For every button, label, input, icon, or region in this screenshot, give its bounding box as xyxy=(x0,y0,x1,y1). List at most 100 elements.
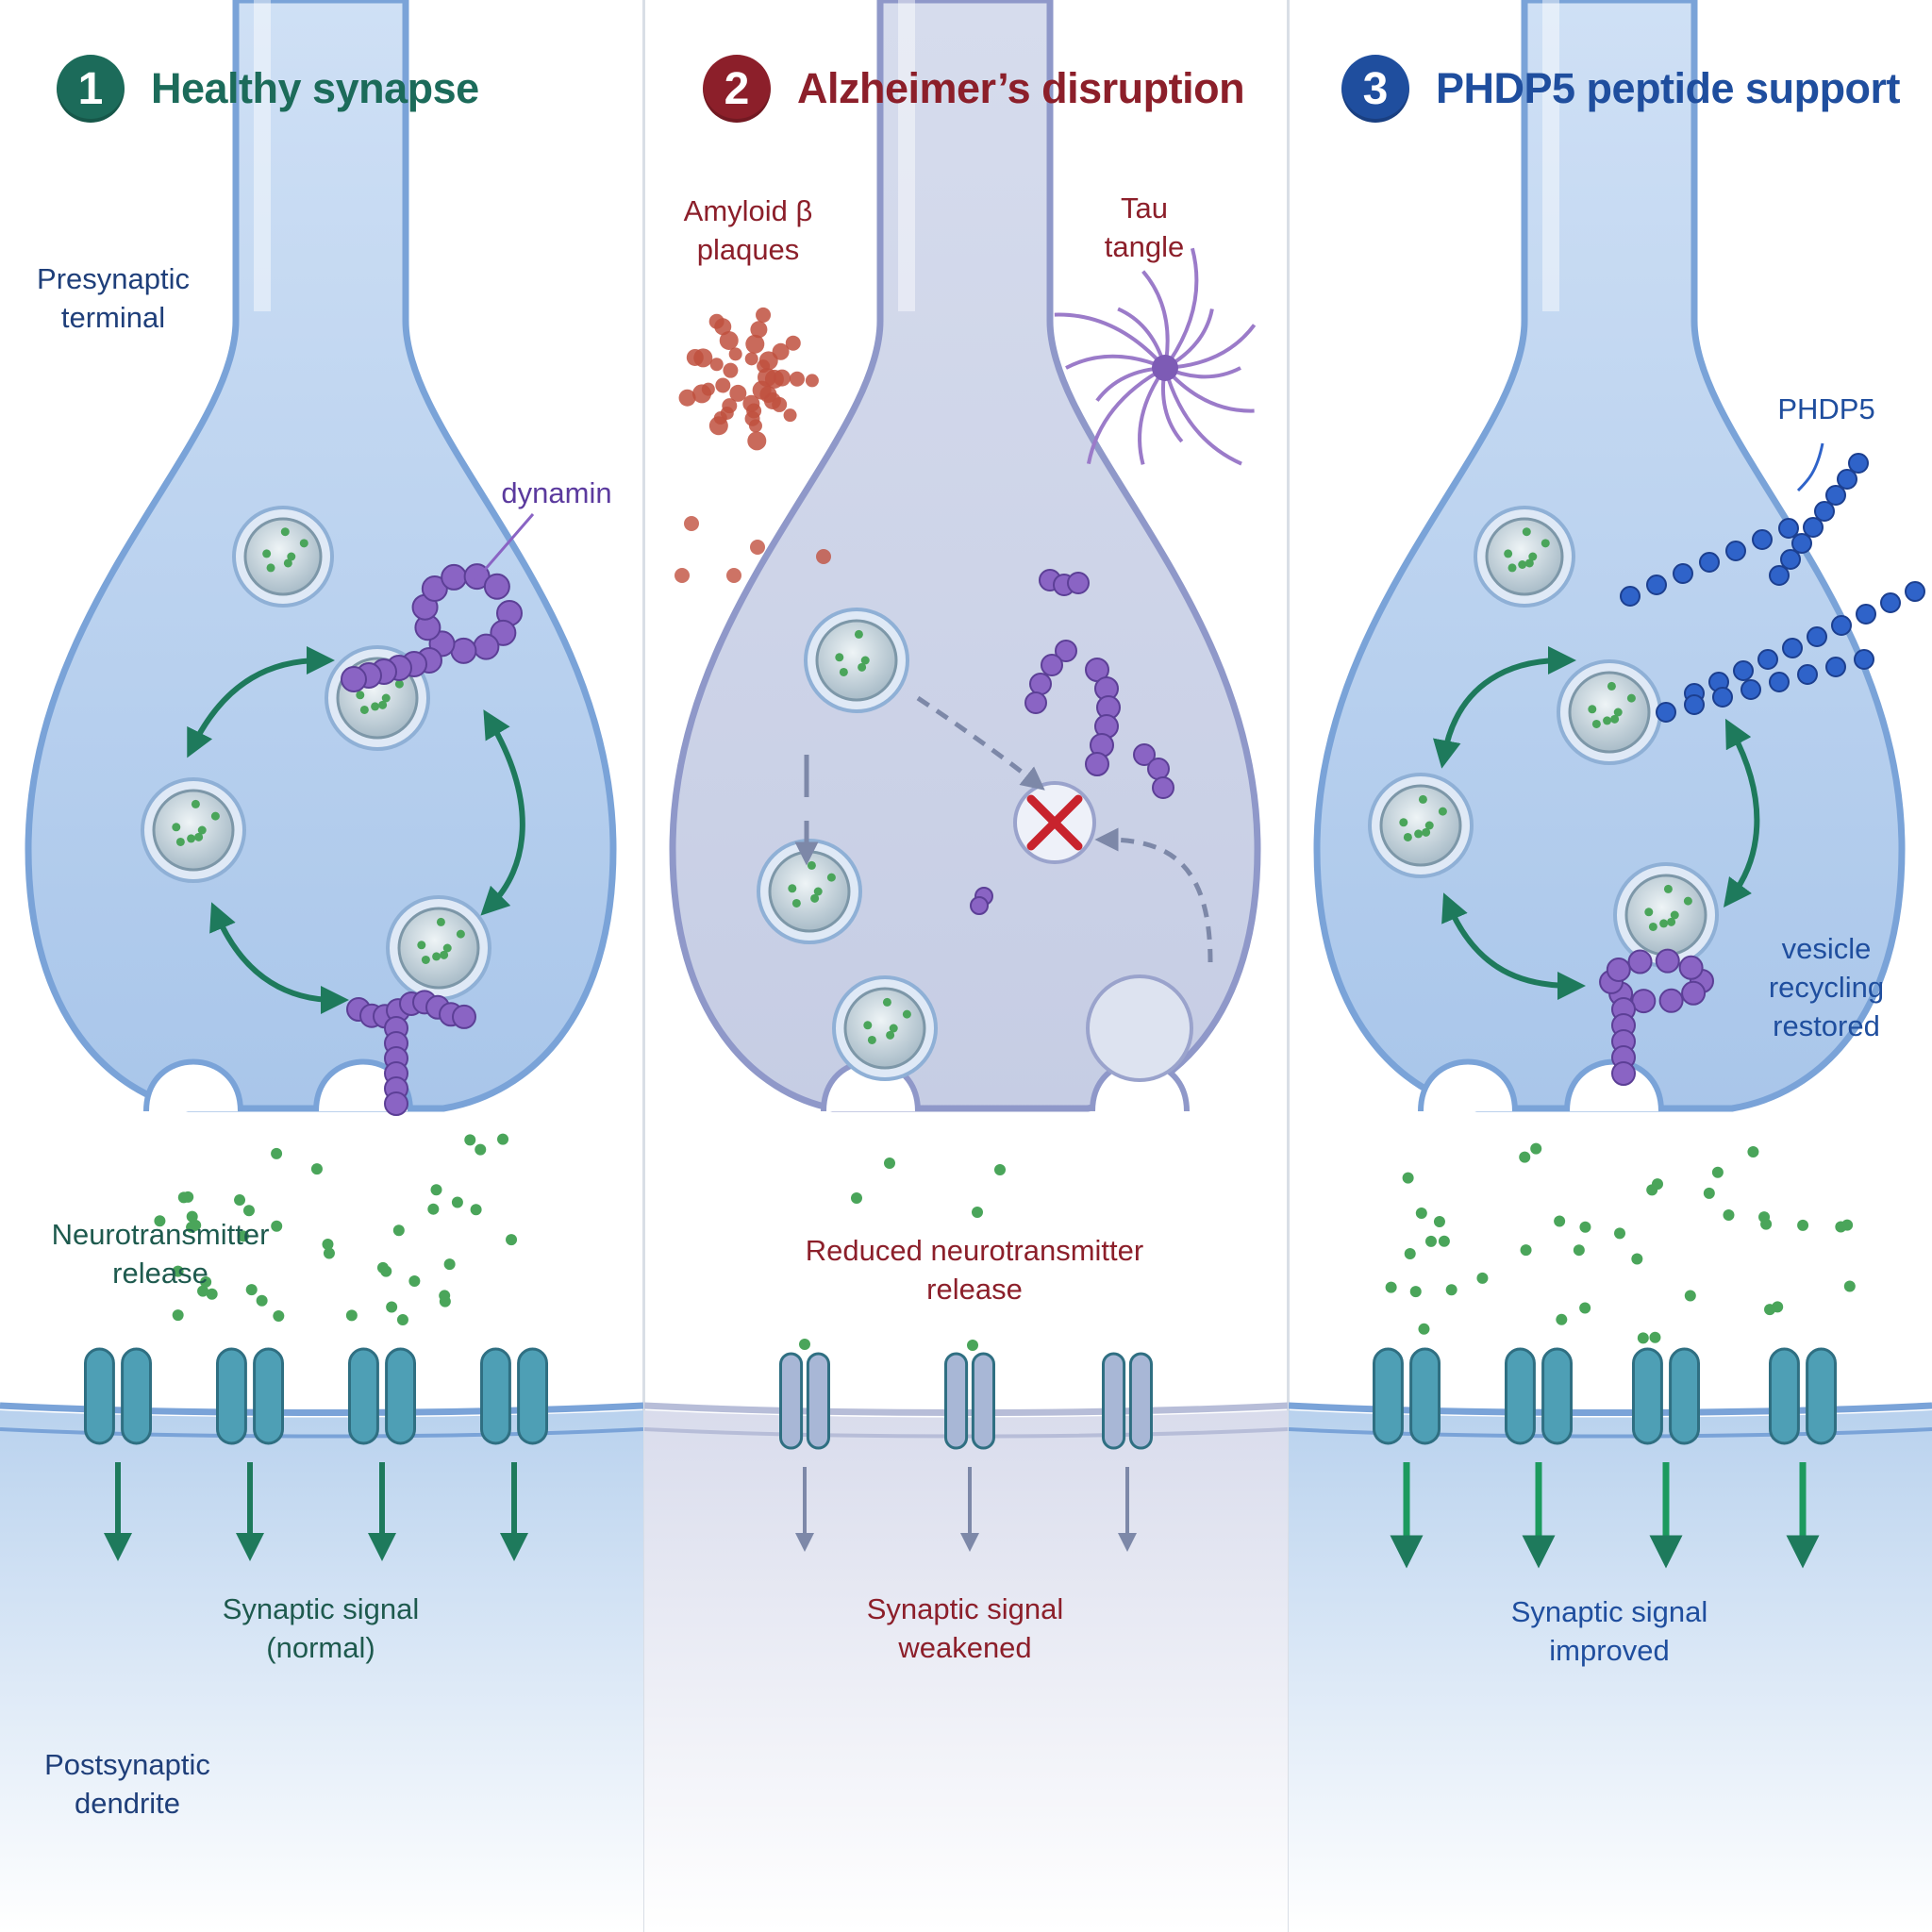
neurotransmitter-dot xyxy=(1424,821,1434,830)
neurotransmitter-dot xyxy=(439,1295,451,1307)
neurotransmitter-dot xyxy=(1667,917,1676,926)
amyloid-plaque-icon xyxy=(764,369,784,389)
neurotransmitter-dot xyxy=(456,929,465,939)
receptor-subunit xyxy=(806,1352,830,1450)
receptor-icon xyxy=(216,1347,247,1445)
neurotransmitter-dot xyxy=(386,1301,398,1313)
neurotransmitter-dot xyxy=(1438,1235,1450,1247)
neurotransmitter-dot xyxy=(1614,1227,1626,1240)
amyloid-plaque-icon xyxy=(729,384,747,402)
panel-divider xyxy=(1287,0,1290,1932)
neurotransmitter-dot xyxy=(442,943,452,953)
neurotransmitter-dot xyxy=(860,656,870,665)
postsynaptic-dendrite xyxy=(1289,1410,1932,1932)
neurotransmitter-dot xyxy=(1418,1323,1430,1335)
neurotransmitter-dot xyxy=(497,1133,509,1145)
neurotransmitter-dot xyxy=(1579,1221,1591,1233)
neurotransmitter-dot xyxy=(1684,1290,1696,1302)
neurotransmitter-dot xyxy=(1683,896,1692,906)
neurotransmitter-dot xyxy=(1648,922,1657,931)
amyloid-plaque-icon xyxy=(789,371,805,387)
neurotransmitter-dot xyxy=(1670,910,1679,920)
amyloid-plaque-icon xyxy=(747,431,767,451)
peptide-chain-icon xyxy=(1856,604,1876,625)
neurotransmitter-dot xyxy=(1507,563,1517,573)
neurotransmitter-dot xyxy=(788,884,797,893)
phdp5-label: PHDP5 xyxy=(1777,392,1875,425)
neurotransmitter-dot xyxy=(175,837,185,846)
amyloid-fragment xyxy=(750,540,765,555)
dynamin-fragment xyxy=(1055,640,1077,662)
neurotransmitter-dot xyxy=(1591,719,1601,728)
neurotransmitter-dot xyxy=(1409,1286,1422,1298)
peptide-chain-icon xyxy=(1646,575,1667,595)
neurotransmitter-dot xyxy=(262,549,272,558)
neurotransmitter-dot xyxy=(273,1309,285,1322)
dynamin-chain-icon xyxy=(384,1091,408,1116)
receptor-subunit xyxy=(1541,1347,1574,1445)
neurotransmitter-dot xyxy=(1764,1304,1776,1316)
dynamin-chain-icon xyxy=(1611,1061,1636,1086)
peptide-chain-icon xyxy=(1814,501,1835,522)
neurotransmitter-dot xyxy=(1522,527,1531,537)
receptor-icon xyxy=(1505,1347,1536,1445)
dynamin-fragment xyxy=(1029,673,1052,695)
neurotransmitter-dot xyxy=(345,1309,358,1322)
amyloid-plaque-icon xyxy=(701,382,715,396)
receptor-icon xyxy=(944,1352,969,1450)
receptor-subunit xyxy=(1806,1347,1837,1445)
neurotransmitter-dot xyxy=(464,1134,476,1146)
recycling-arrow xyxy=(1441,892,1586,1000)
panel-divider xyxy=(642,0,645,1932)
synaptic-signal-label: Synaptic signal(normal) xyxy=(222,1592,420,1664)
neurotransmitter-dot xyxy=(380,1265,392,1277)
neurotransmitter-dot xyxy=(1588,705,1597,714)
amyloid-fragment xyxy=(684,516,699,531)
dynamin-chain-icon xyxy=(441,563,468,591)
amyloid-plaque-icon xyxy=(719,330,739,350)
neurotransmitter-dot xyxy=(322,1239,334,1251)
neurotransmitter-dot xyxy=(1711,1166,1724,1178)
peptide-chain-icon xyxy=(1757,649,1778,670)
peptide-chain-icon xyxy=(1740,679,1761,700)
receptor-subunit xyxy=(1128,1352,1154,1450)
receptor-subunit xyxy=(517,1347,548,1445)
amyloid-plaque-icon xyxy=(756,307,772,323)
vesicle-core xyxy=(815,619,898,702)
neurotransmitter-dot xyxy=(430,1184,442,1196)
neurotransmitter-dot xyxy=(1723,1209,1735,1222)
neurotransmitter-dot xyxy=(197,1285,209,1297)
dynamin-chain-icon xyxy=(421,575,448,602)
neurotransmitter-dot xyxy=(858,662,867,672)
neurotransmitter-dot xyxy=(394,679,404,689)
neurotransmitter-dot xyxy=(1518,559,1527,569)
neurotransmitter-dot xyxy=(356,691,365,700)
receptor-icon xyxy=(348,1347,379,1445)
neurotransmitter-dot xyxy=(1579,1302,1591,1314)
dynamin-fragment xyxy=(1024,691,1047,714)
peptide-chain-icon xyxy=(1782,638,1803,658)
receptor-icon xyxy=(480,1347,511,1445)
vesicle-core xyxy=(843,987,926,1070)
neurotransmitter-dot xyxy=(172,1309,184,1322)
healthy-synapse-illustration xyxy=(0,0,643,1932)
dynamin-chain-icon xyxy=(490,619,517,646)
dynamin-fragment xyxy=(1041,654,1063,676)
neurotransmitter-dot xyxy=(1414,829,1424,839)
amyloid-fragment xyxy=(675,568,690,583)
neurotransmitter-dot xyxy=(1573,1244,1585,1257)
phdp5-leader xyxy=(1796,442,1824,492)
neurotransmitter-dot xyxy=(1797,1219,1809,1231)
peptide-chain-icon xyxy=(1752,529,1773,550)
receptor-icon xyxy=(1102,1352,1126,1450)
vesicle-core xyxy=(1485,517,1564,596)
panel-header: 3 PHDP5 peptide support xyxy=(1341,55,1901,123)
amyloid-plaque-icon xyxy=(722,398,738,414)
presynaptic-terminal xyxy=(669,0,1261,1112)
